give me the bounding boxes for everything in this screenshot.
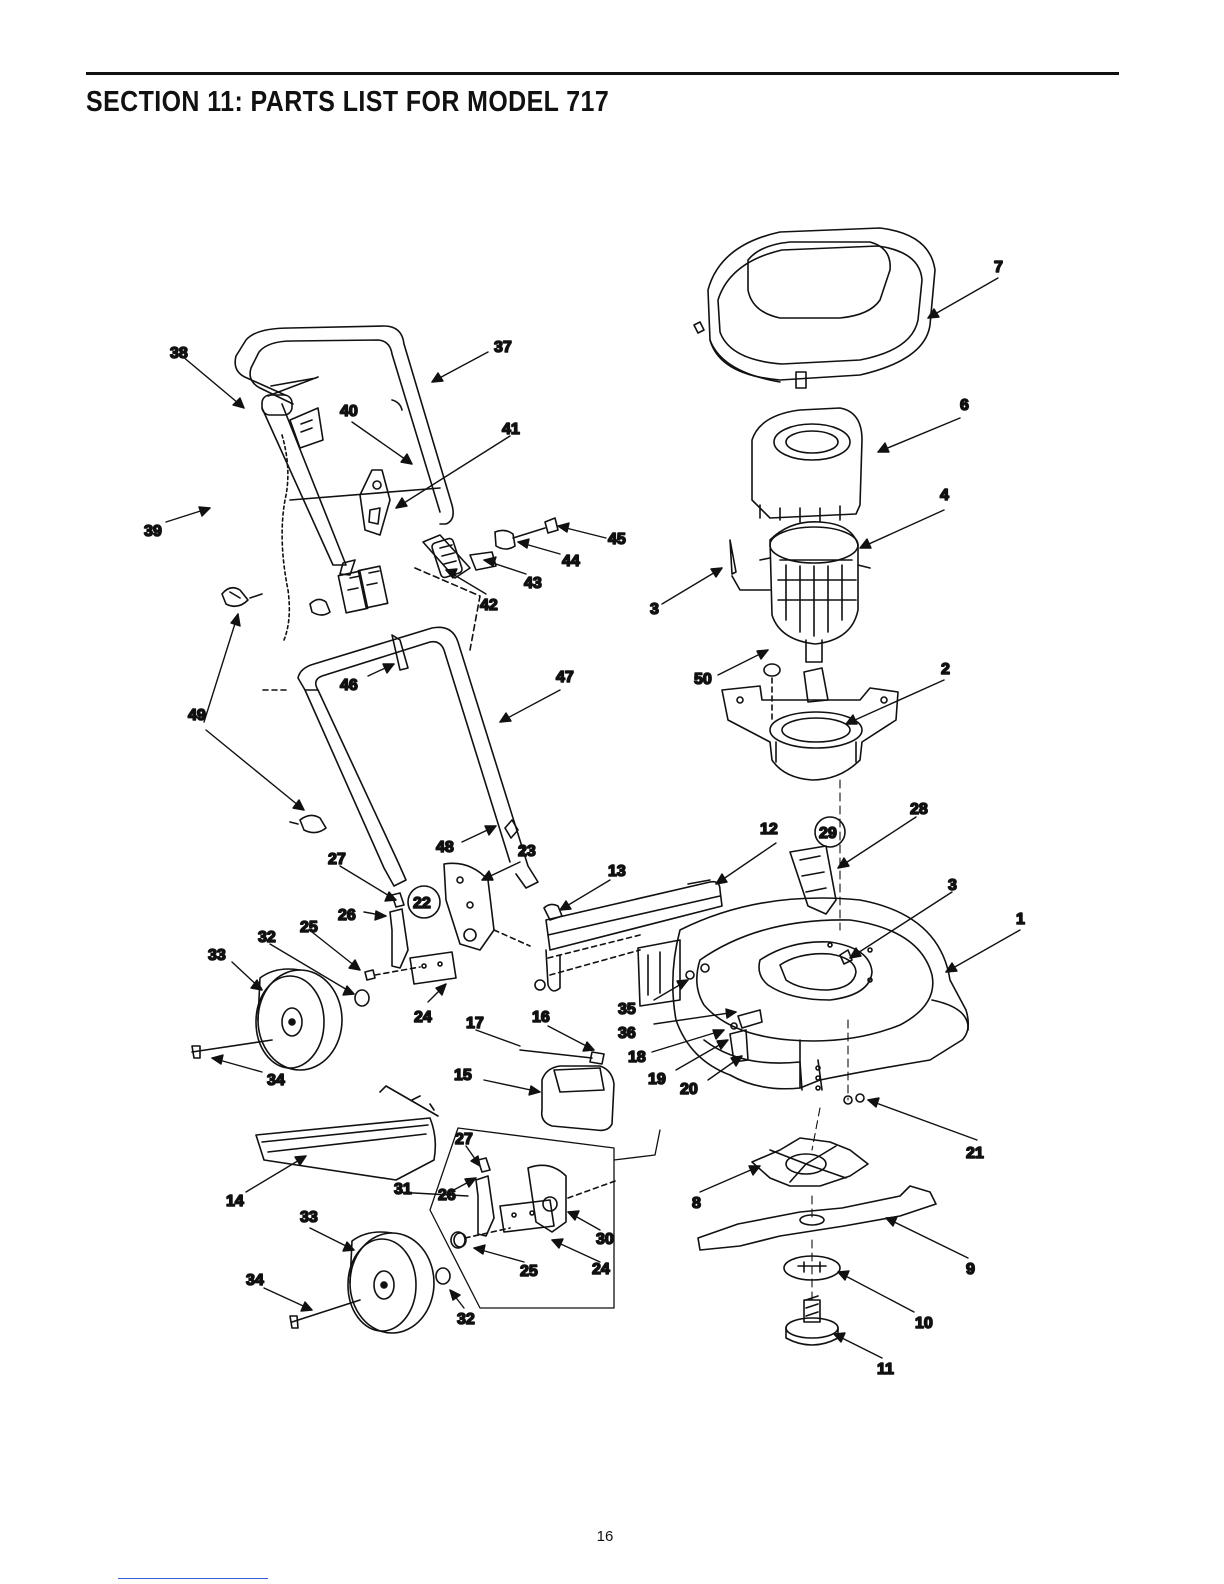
callout-40: 40 bbox=[340, 403, 358, 420]
callout-34-bottom: 34 bbox=[246, 1272, 264, 1289]
height-adjuster-top bbox=[390, 863, 530, 984]
callout-33-bottom: 33 bbox=[300, 1209, 318, 1226]
callout-47: 47 bbox=[556, 669, 574, 686]
callout-41: 41 bbox=[502, 421, 520, 438]
callout-26-bottom: 26 bbox=[438, 1187, 456, 1204]
callout-44: 44 bbox=[562, 553, 580, 570]
callout-13: 13 bbox=[608, 863, 626, 880]
callout-15: 15 bbox=[454, 1067, 472, 1084]
electric-motor bbox=[730, 522, 870, 720]
callout-20: 20 bbox=[680, 1081, 698, 1098]
callout-42: 42 bbox=[480, 597, 498, 614]
callout-16: 16 bbox=[532, 1009, 550, 1026]
callout-19: 19 bbox=[648, 1071, 666, 1088]
callout-38: 38 bbox=[170, 345, 188, 362]
callout-21: 21 bbox=[966, 1145, 984, 1162]
callout-8: 8 bbox=[692, 1195, 701, 1212]
callout-25-top: 25 bbox=[300, 919, 318, 936]
callout-1: 1 bbox=[1016, 911, 1025, 928]
callout-43: 43 bbox=[524, 575, 542, 592]
callout-2: 2 bbox=[941, 661, 950, 678]
callout-25-bottom: 25 bbox=[520, 1263, 538, 1280]
callout-11: 11 bbox=[877, 1361, 894, 1378]
callout-9: 9 bbox=[966, 1261, 975, 1278]
motor-mount bbox=[722, 668, 898, 780]
motor-shroud bbox=[752, 408, 862, 522]
callout-30: 30 bbox=[596, 1231, 614, 1248]
callout-26-top: 26 bbox=[338, 907, 356, 924]
callout-27-bottom: 27 bbox=[455, 1131, 473, 1148]
callout-labels: 1 2 3 3 4 6 7 8 9 10 11 12 13 14 15 16 1… bbox=[144, 259, 1025, 1378]
callout-23: 23 bbox=[518, 843, 536, 860]
bottom-link-underline[interactable] bbox=[118, 1578, 268, 1579]
callout-32-bottom: 32 bbox=[457, 1311, 475, 1328]
callout-6: 6 bbox=[960, 397, 969, 414]
callout-3-deck: 3 bbox=[948, 877, 957, 894]
callout-49: 49 bbox=[188, 707, 206, 724]
callout-24-bottom: 24 bbox=[592, 1261, 610, 1278]
callout-22: 22 bbox=[413, 895, 431, 912]
callout-50: 50 bbox=[694, 671, 712, 688]
callout-27-top: 27 bbox=[328, 851, 346, 868]
leader-lines bbox=[166, 278, 1020, 1358]
callout-10: 10 bbox=[915, 1315, 933, 1332]
rear-wheel-bottom bbox=[290, 1228, 510, 1333]
callout-29: 29 bbox=[819, 825, 837, 842]
upper-handle-drawing bbox=[235, 326, 453, 640]
callout-45: 45 bbox=[608, 531, 626, 548]
callout-4: 4 bbox=[940, 487, 949, 504]
callout-17: 17 bbox=[466, 1015, 484, 1032]
callout-48: 48 bbox=[436, 839, 454, 856]
blade-bolt bbox=[786, 1296, 838, 1345]
mower-blade bbox=[698, 1186, 936, 1250]
callout-3-motor: 3 bbox=[650, 601, 659, 618]
callout-14: 14 bbox=[226, 1193, 244, 1210]
callout-28: 28 bbox=[910, 801, 928, 818]
callout-12: 12 bbox=[760, 821, 778, 838]
callout-39: 39 bbox=[144, 523, 162, 540]
callout-37: 37 bbox=[494, 339, 512, 356]
callout-34-top: 34 bbox=[267, 1072, 285, 1089]
page-number: 16 bbox=[0, 1528, 1210, 1545]
mower-deck bbox=[638, 898, 968, 1104]
lower-handle-drawing bbox=[222, 400, 538, 888]
callout-32-top: 32 bbox=[258, 929, 276, 946]
height-adjuster-bottom-inset bbox=[430, 1128, 660, 1308]
callout-36: 36 bbox=[618, 1025, 636, 1042]
callout-18: 18 bbox=[628, 1049, 646, 1066]
callout-33-top: 33 bbox=[208, 947, 226, 964]
blade-adapter bbox=[752, 1138, 868, 1186]
callout-7: 7 bbox=[994, 259, 1003, 276]
callout-24-top: 24 bbox=[414, 1009, 432, 1026]
handle-crossbar-parts bbox=[290, 470, 440, 615]
rear-wheel-top bbox=[192, 967, 420, 1070]
callout-46: 46 bbox=[340, 677, 358, 694]
callout-31: 31 bbox=[394, 1181, 412, 1198]
callout-35: 35 bbox=[618, 1001, 636, 1018]
motor-cover bbox=[694, 228, 935, 388]
